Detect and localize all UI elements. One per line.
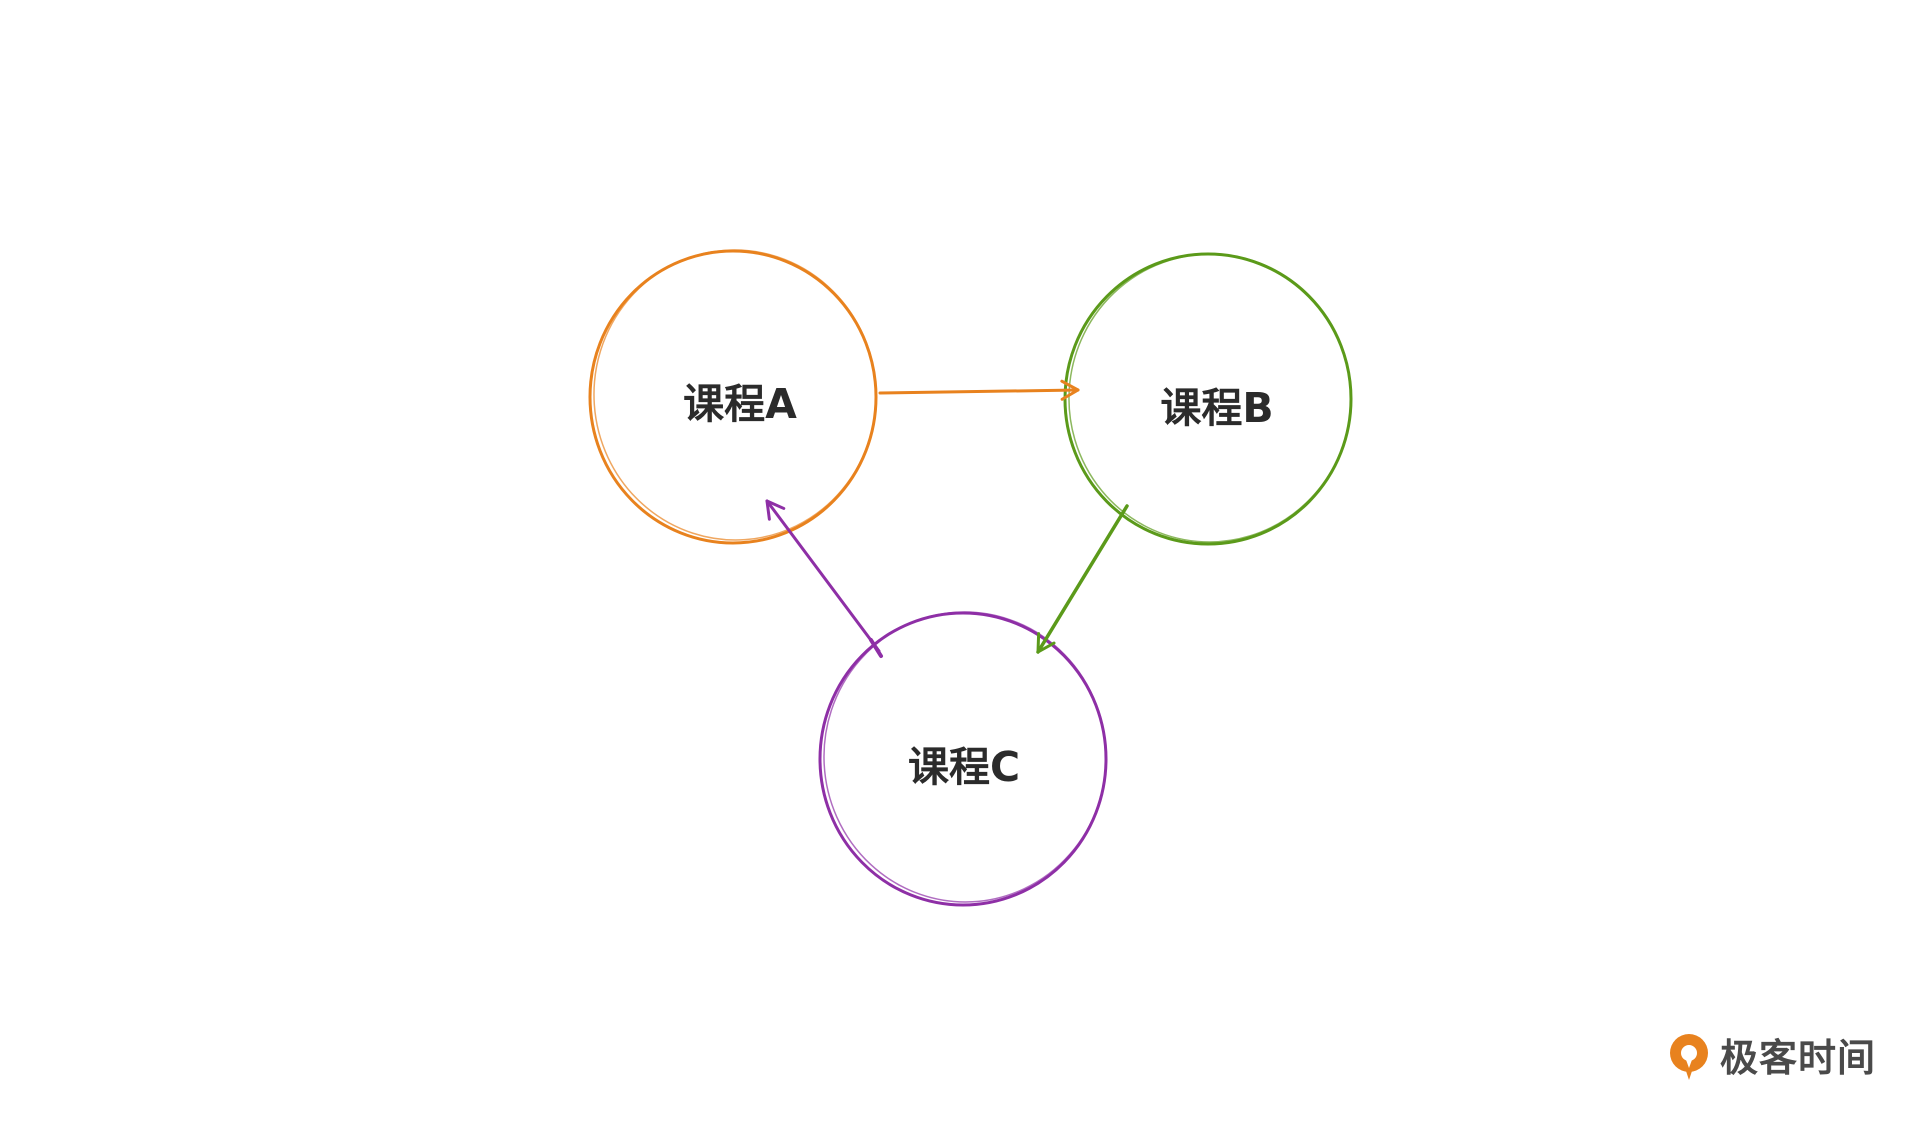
node-course-a: 课程A xyxy=(588,249,878,545)
edge-c-to-a xyxy=(765,499,881,653)
edge-b-to-c xyxy=(1036,504,1129,654)
node-course-a-label: 课程A xyxy=(683,380,797,428)
node-course-b: 课程B xyxy=(1063,252,1353,546)
node-course-c-label: 课程C xyxy=(908,743,1020,791)
edge-a-to-b xyxy=(878,379,1080,401)
node-course-c: 课程C xyxy=(818,611,1108,907)
brand-name: 极客时间 xyxy=(1720,1036,1877,1080)
brand-watermark: 极客时间 xyxy=(1666,1032,1876,1084)
node-course-a-circle-sketch xyxy=(593,249,877,541)
node-course-b-label: 课程B xyxy=(1160,384,1273,432)
geektime-logo-icon xyxy=(1670,1034,1708,1080)
edge-c-to-a-tail xyxy=(869,638,883,658)
node-course-c-circle-sketch xyxy=(823,611,1107,903)
